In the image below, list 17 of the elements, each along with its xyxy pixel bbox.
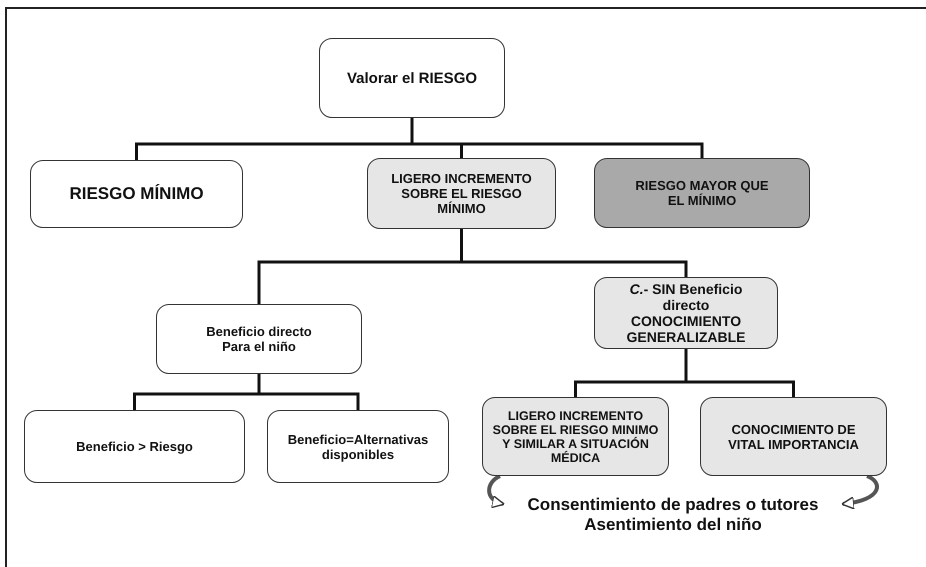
connector-line: [410, 118, 704, 158]
process-box: RIESGO MÍNIMO: [30, 160, 243, 228]
process-box: Beneficio > Riesgo: [24, 410, 245, 483]
connector-line: [684, 349, 795, 397]
note-text: Consentimiento de padres o tutores: [528, 495, 818, 515]
process-box: LIGERO INCREMENTO SOBRE EL RIESGO MÍNIMO: [367, 158, 556, 229]
process-box: LIGERO INCREMENTO SOBRE EL RIESGO MINIMO Y SIMILAR A SITUACIÓN MÉDICA: [482, 397, 669, 476]
curved-arrow: [841, 474, 879, 510]
process-box: Valorar el RIESGO: [319, 38, 505, 118]
process-box: Beneficio directo Para el niño: [156, 304, 362, 374]
note-text: Asentimiento del niño: [584, 515, 762, 535]
connector-line: [258, 374, 360, 410]
process-box: CONOCIMIENTO DE VITAL IMPORTANCIA: [700, 397, 887, 476]
process-box: C.- SIN Beneficio directo CONOCIMIENTO GENERALIZABLE: [594, 277, 778, 349]
process-box: RIESGO MAYOR QUE EL MÍNIMO: [594, 158, 810, 228]
curved-arrow: [487, 474, 505, 508]
process-box: Beneficio=Alternativas disponibles: [267, 410, 449, 483]
